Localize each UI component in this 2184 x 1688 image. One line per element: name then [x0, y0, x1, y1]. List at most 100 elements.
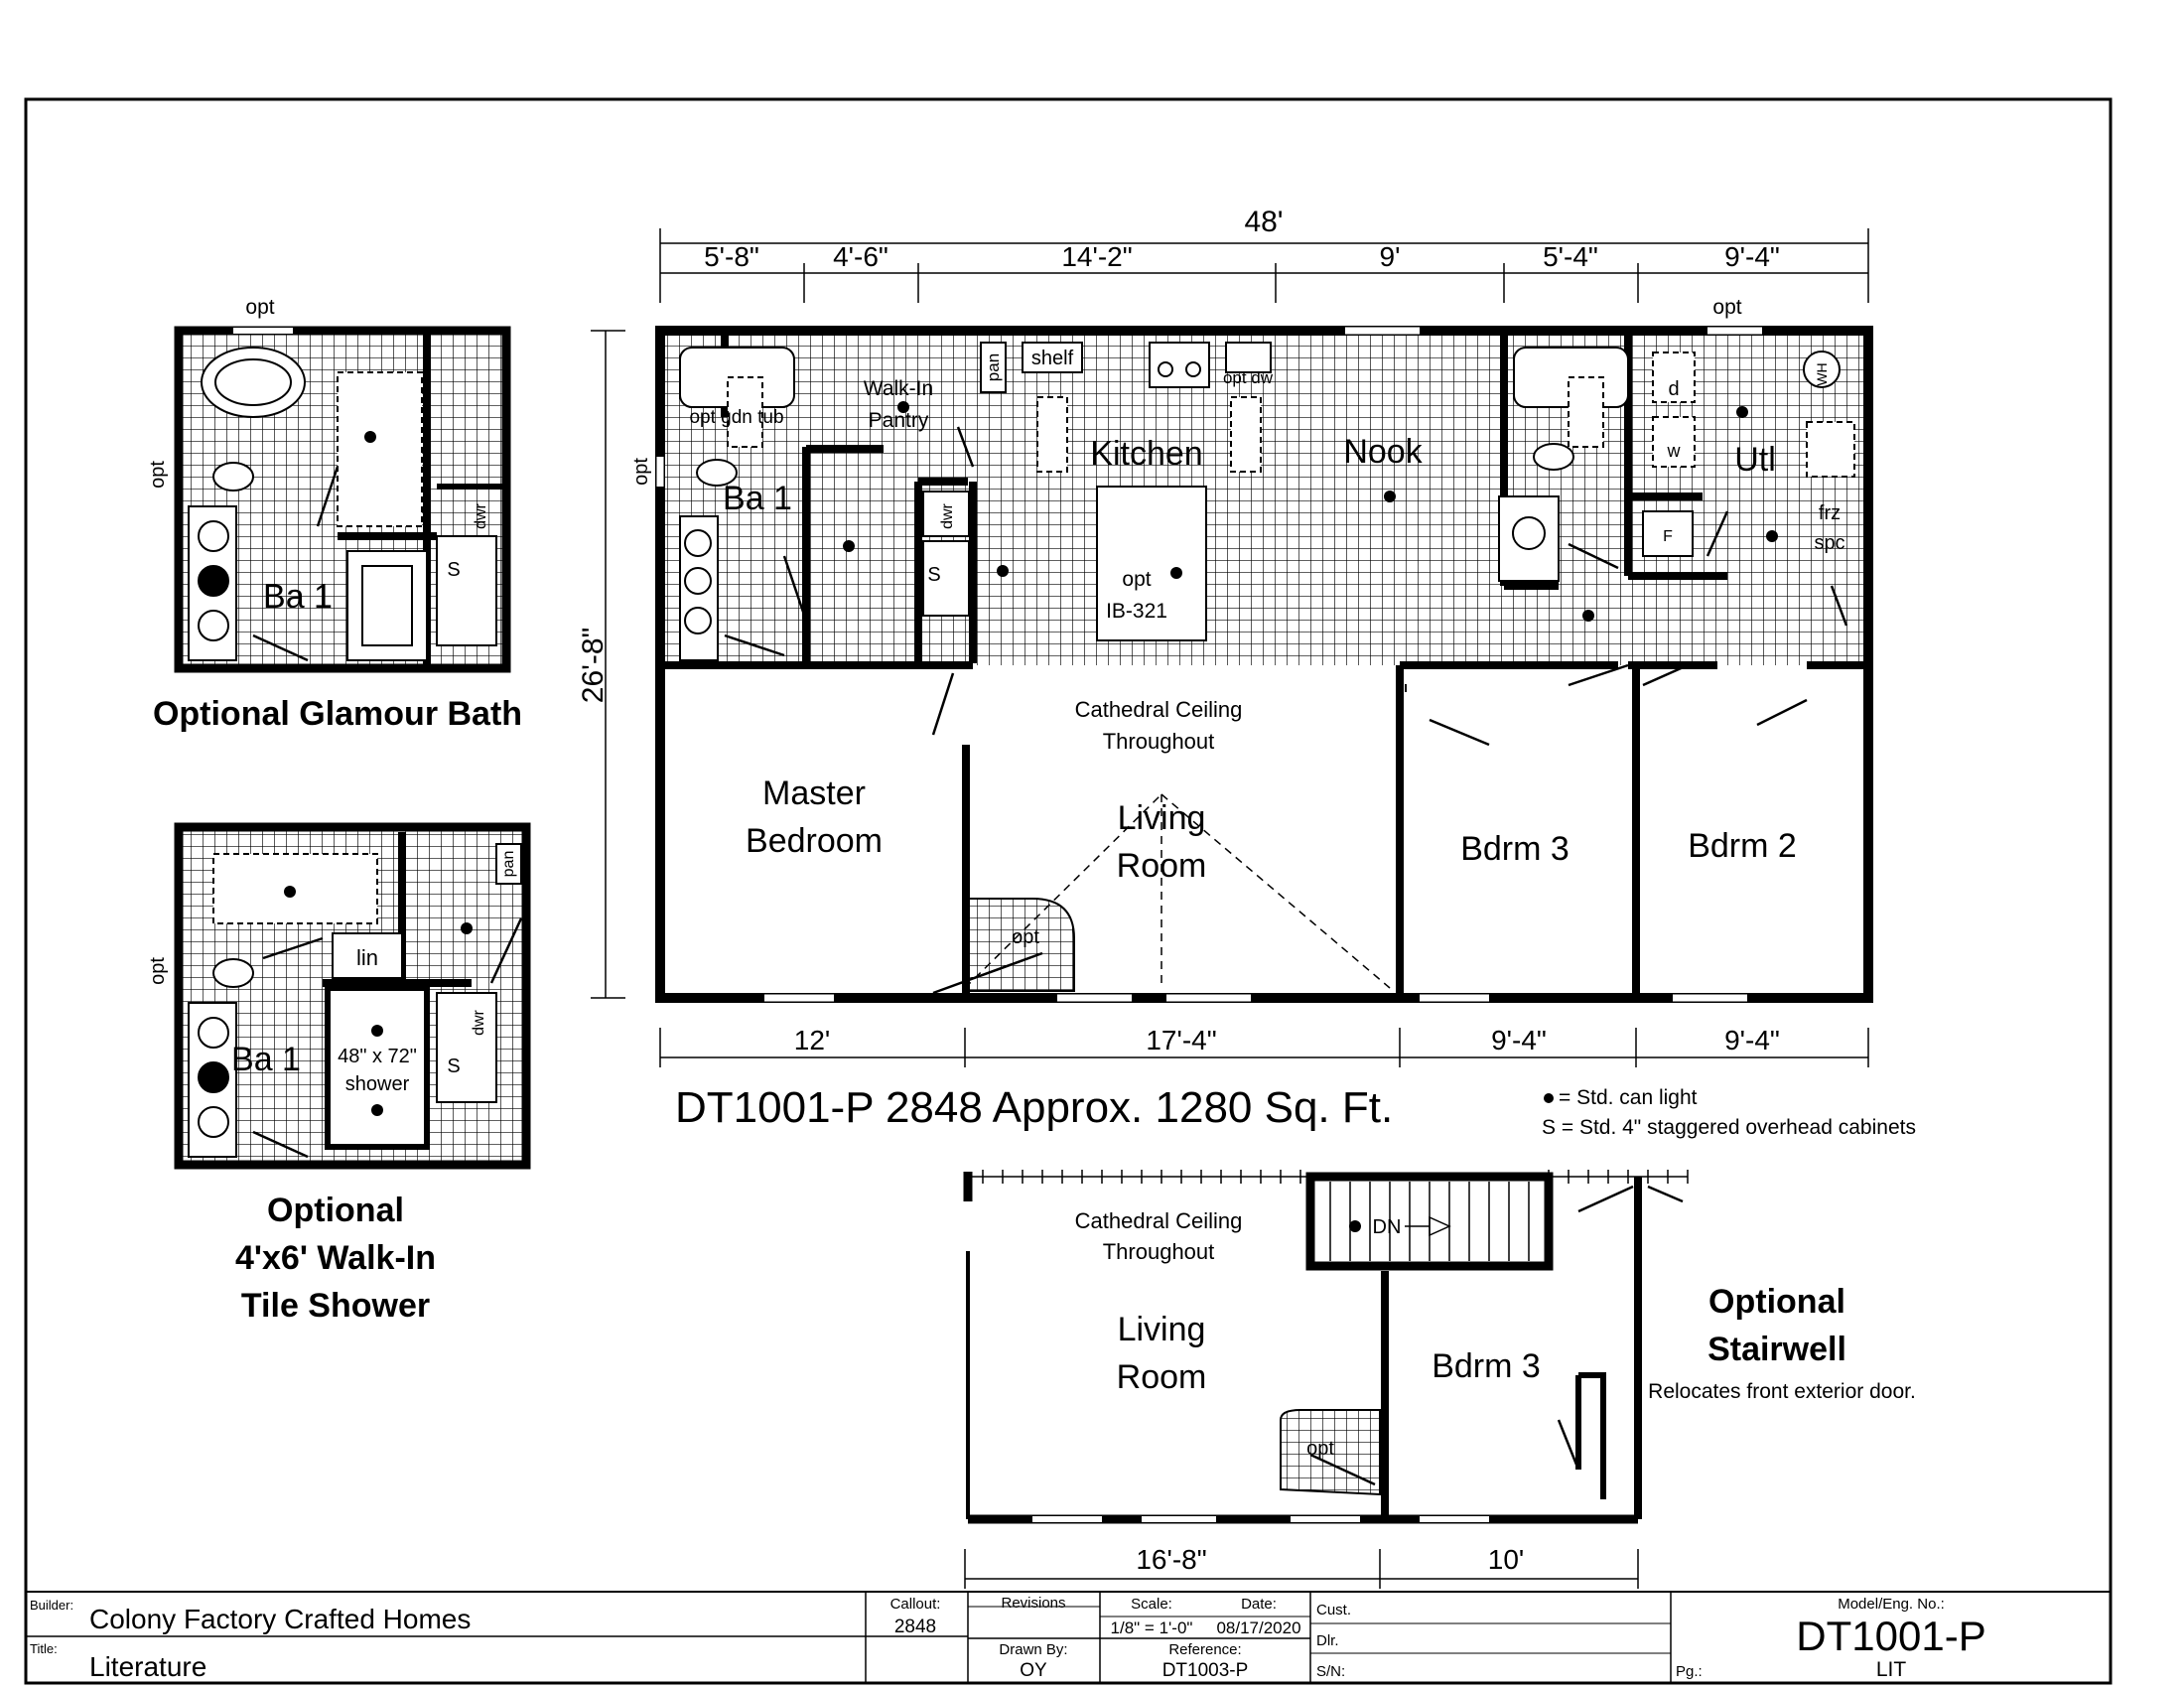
glamour-bath-plan: opt opt Ba 1 dwr S Optional Glamour Bath — [147, 296, 522, 733]
room-utl: Utl — [1734, 441, 1776, 479]
shower-caption-3: Tile Shower — [241, 1287, 430, 1325]
s-label: S — [927, 564, 940, 586]
freezer-space — [1806, 421, 1855, 478]
dwr-label: dwr — [939, 502, 956, 528]
dwr-cabinet — [922, 491, 970, 537]
room-walkin-pantry: Walk-In — [864, 377, 933, 400]
windows — [656, 327, 1762, 1002]
shower-pan: pan — [500, 851, 517, 878]
shower-lin: lin — [356, 945, 378, 970]
stair-dim-2: 10' — [1488, 1544, 1525, 1575]
room-nook: Nook — [1343, 433, 1423, 471]
door-swings — [724, 426, 1848, 995]
dim-bottom-1: 12' — [794, 1025, 831, 1055]
opt-island-2: IB-321 — [1106, 600, 1167, 623]
room-kitchen: Kitchen — [1090, 435, 1202, 473]
frz-label: frz — [1819, 502, 1841, 524]
dlr-label: Dlr. — [1316, 1632, 1339, 1649]
dim-top-4: 9' — [1380, 241, 1401, 272]
stairwell-plan: DN Cathedral Ceiling Throughout Living R… — [963, 1170, 1916, 1589]
opt-entry-note: opt — [1012, 926, 1039, 948]
callout-label: Callout: — [890, 1596, 941, 1613]
callout-value: 2848 — [894, 1617, 936, 1637]
shelf-label: shelf — [1031, 348, 1074, 369]
dim-top-5: 5'-4" — [1543, 241, 1598, 272]
wh-label: WH — [1814, 362, 1830, 385]
sheet-border — [24, 97, 2113, 1685]
dimension-lines — [591, 228, 1869, 1067]
scale-label: Scale: — [1131, 1596, 1172, 1613]
dim-top-3: 14'-2" — [1061, 241, 1132, 272]
drawn-by-value: OY — [1020, 1660, 1047, 1681]
pan-label: pan — [984, 353, 1003, 381]
shower-caption-2: 4'x6' Walk-In — [235, 1239, 436, 1277]
fixtures — [679, 342, 1855, 661]
room-living: Living — [1118, 799, 1206, 837]
date-value: 08/17/2020 — [1216, 1618, 1300, 1637]
tile-shower-plan: opt Ba 1 lin pan dwr S 48" x 72" shower … — [147, 822, 531, 1325]
stair-dn: DN — [1373, 1216, 1402, 1238]
water-heater — [1803, 351, 1841, 388]
stair-title-2: Stairwell — [1707, 1331, 1846, 1368]
opt-island: opt — [1122, 568, 1151, 591]
can-lights — [843, 401, 1778, 622]
opt-window-note: opt — [1712, 296, 1741, 319]
stair-living-2: Room — [1117, 1358, 1207, 1396]
toilet — [696, 459, 738, 487]
main-floor-plan: 48' 5'-8" 4'-6" 14'-2" 9' 5'-4" 9'-4" 26… — [577, 206, 1873, 1067]
stair-cathedral: Cathedral Ceiling — [1075, 1208, 1243, 1233]
kitchen-island — [1096, 486, 1207, 641]
legend-cabinets: S = Std. 4" staggered overhead cabinets — [1542, 1116, 1916, 1139]
model-value: DT1001-P — [1796, 1613, 1985, 1659]
glamour-caption: Optional Glamour Bath — [153, 695, 522, 733]
reference-value: DT1003-P — [1162, 1660, 1249, 1681]
stair-dim-1: 16'-8" — [1136, 1544, 1206, 1575]
dryer-label: d — [1668, 378, 1679, 400]
builder-value: Colony Factory Crafted Homes — [89, 1604, 471, 1634]
room-living-2: Room — [1117, 847, 1207, 885]
cathedral-note: Cathedral Ceiling — [1075, 697, 1243, 722]
revisions-label: Revisions — [1001, 1595, 1065, 1612]
washer-label: w — [1667, 441, 1682, 461]
overall-width-dim: 48' — [1244, 206, 1283, 238]
glamour-opt-side: opt — [147, 461, 169, 489]
dim-top-1: 5'-8" — [704, 241, 759, 272]
stove — [922, 540, 970, 617]
dim-bottom-3: 9'-4" — [1491, 1025, 1547, 1055]
title-label: Title: — [30, 1641, 58, 1656]
sn-label: S/N: — [1316, 1663, 1345, 1680]
shower-ba1: Ba 1 — [231, 1041, 301, 1078]
dim-top-6: 9'-4" — [1724, 241, 1780, 272]
furnace — [1642, 510, 1694, 557]
dim-top-2: 4'-6" — [833, 241, 888, 272]
shower-opt-side: opt — [147, 957, 169, 985]
pg-label: Pg.: — [1676, 1663, 1703, 1680]
washer — [1652, 416, 1696, 468]
shower-size: 48" x 72" — [338, 1046, 417, 1067]
model-label: Model/Eng. No.: — [1838, 1596, 1945, 1613]
opt-side-note: opt — [630, 458, 652, 486]
opt-dw: opt dw — [1223, 368, 1274, 387]
legend-light: = Std. can light — [1559, 1086, 1698, 1109]
title-block — [26, 1591, 2111, 1683]
scale-value: 1/8" = 1'-0" — [1111, 1618, 1193, 1637]
stair-cathedral-2: Throughout — [1103, 1239, 1215, 1264]
side-dim: 26'-8" — [577, 628, 610, 703]
cathedral-ceiling-lines — [964, 793, 1391, 989]
room-ba1: Ba 1 — [723, 480, 792, 517]
shower-label: shower — [345, 1073, 410, 1095]
glamour-s: S — [447, 559, 460, 581]
kitchen-sink — [1149, 342, 1210, 388]
builder-label: Builder: — [30, 1598, 73, 1613]
pan-cabinet — [980, 342, 1007, 393]
title-value: Literature — [89, 1651, 206, 1682]
drawn-by-label: Drawn By: — [999, 1641, 1067, 1658]
can-light-legend-symbol — [1544, 1093, 1554, 1103]
room-master: Master — [762, 774, 866, 812]
spc-label: spc — [1814, 532, 1844, 554]
glamour-ba1: Ba 1 — [263, 578, 333, 616]
reference-label: Reference: — [1168, 1641, 1241, 1658]
cathedral-note-2: Throughout — [1103, 729, 1215, 754]
dim-bottom-4: 9'-4" — [1724, 1025, 1780, 1055]
